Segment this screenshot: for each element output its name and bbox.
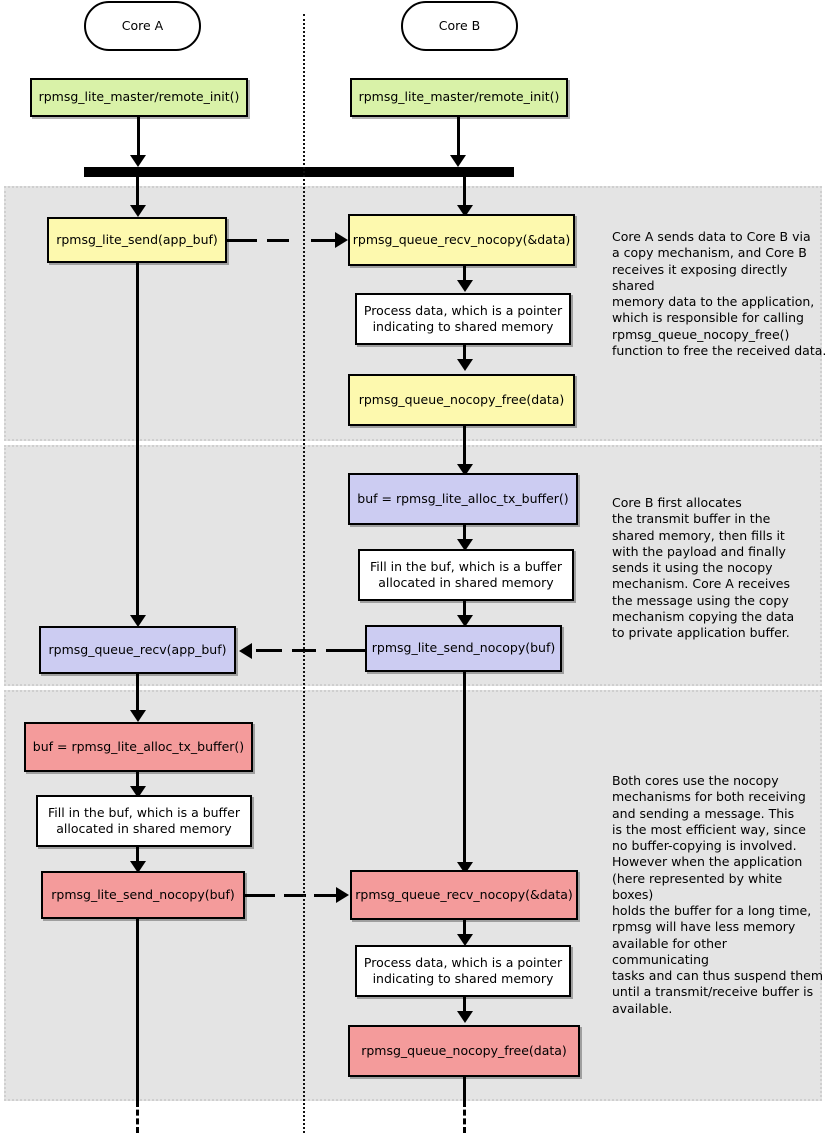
node-s3-b-step-3: rpmsg_queue_nocopy_free(data)	[348, 1025, 580, 1077]
arrowhead-msg-s2-b-to-a	[239, 643, 252, 659]
msg-s3-seg-3	[314, 894, 336, 897]
flow-line-a-init-to-sync	[137, 117, 140, 155]
node-s3-a-step-1-label: buf = rpmsg_lite_alloc_tx_buffer()	[32, 738, 245, 754]
arrowhead-a-s2-to-s3	[130, 710, 146, 722]
node-s3-a-step-2: Fill in the buf, which is a buffer alloc…	[36, 795, 252, 847]
flow-s2-b-2-to-3	[463, 601, 466, 617]
node-core-a-init-label: rpmsg_lite_master/remote_init()	[38, 89, 240, 105]
arrowhead-s3-b-2-to-3	[457, 1011, 473, 1023]
arrowhead-s1-b-2-to-3	[457, 359, 473, 371]
lifeline-core-a-seg-4	[136, 919, 139, 1101]
node-s3-b-step-1-label: rpmsg_queue_recv_nocopy(&data)	[355, 886, 573, 902]
flow-s3-a-2-to-3	[136, 847, 139, 863]
lifeline-core-a-seg-1	[136, 177, 139, 209]
section-3-note: Both cores use the nocopy mechanisms for…	[612, 773, 824, 1016]
node-s2-b-step-1-label: buf = rpmsg_lite_alloc_tx_buffer()	[357, 490, 569, 506]
node-s2-a-step-1: rpmsg_queue_recv(app_buf)	[39, 626, 236, 674]
node-s1-b-step-3: rpmsg_queue_nocopy_free(data)	[348, 374, 575, 426]
lane-head-core-a: Core A	[84, 1, 201, 51]
lane-head-core-b: Core B	[401, 1, 518, 51]
lifeline-core-a-seg-2	[136, 262, 139, 620]
node-s3-b-step-2-label: Process data, which is a pointer indicat…	[363, 954, 563, 987]
synchronization-bar	[84, 167, 514, 177]
msg-s1-seg-1	[227, 239, 257, 242]
node-core-a-init: rpmsg_lite_master/remote_init()	[30, 78, 248, 117]
arrowhead-a-s1-to-s2	[130, 615, 146, 627]
node-s1-b-step-2: Process data, which is a pointer indicat…	[355, 293, 571, 345]
node-s1-b-step-3-label: rpmsg_queue_nocopy_free(data)	[358, 391, 565, 407]
arrowhead-s2-b-2-to-3	[457, 615, 473, 627]
msg-s2-seg-3	[326, 649, 365, 652]
node-s3-a-step-1: buf = rpmsg_lite_alloc_tx_buffer()	[24, 722, 253, 772]
msg-s3-seg-2	[284, 894, 306, 897]
arrowhead-msg-s3-a-to-b	[336, 887, 349, 903]
node-s2-b-step-3: rpmsg_lite_send_nocopy(buf)	[365, 625, 562, 672]
msg-s1-seg-2	[267, 239, 289, 242]
node-core-b-init: rpmsg_lite_master/remote_init()	[350, 78, 568, 117]
node-s1-b-step-1-label: rpmsg_queue_recv_nocopy(&data)	[352, 231, 571, 247]
node-s3-b-step-2: Process data, which is a pointer indicat…	[355, 945, 571, 997]
node-s3-a-step-2-label: Fill in the buf, which is a buffer alloc…	[47, 804, 240, 837]
section-1-note: Core A sends data to Core B via a copy m…	[612, 229, 826, 358]
node-s3-a-step-3-label: rpmsg_lite_send_nocopy(buf)	[51, 886, 235, 902]
node-s1-a-step-1-label: rpmsg_lite_send(app_buf)	[56, 231, 218, 247]
flow-s3-b-1-to-2	[463, 920, 466, 936]
arrowhead-s2-b-1-to-2	[457, 539, 473, 551]
section-2-note: Core B first allocates the transmit buff…	[612, 495, 795, 640]
node-s2-b-step-2: Fill in the buf, which is a buffer alloc…	[358, 549, 574, 601]
arrowhead-s3-b-1-to-2	[457, 934, 473, 946]
node-s1-b-step-2-label: Process data, which is a pointer indicat…	[363, 302, 563, 335]
arrowhead-s3-a-2-to-3	[130, 861, 146, 873]
node-s2-a-step-1-label: rpmsg_queue_recv(app_buf)	[48, 641, 227, 657]
lane-head-core-b-label: Core B	[438, 17, 481, 33]
lifeline-core-a-seg-3	[136, 674, 139, 716]
msg-s2-seg-1	[256, 649, 282, 652]
node-s2-b-step-3-label: rpmsg_lite_send_nocopy(buf)	[371, 640, 556, 656]
flow-s2-b-1-to-2	[463, 525, 466, 541]
lifeline-core-b-seg-1	[463, 177, 466, 209]
msg-s1-seg-3	[311, 239, 335, 242]
flow-s3-b-2-to-3	[463, 997, 466, 1013]
arrowhead-b-init-to-sync	[450, 155, 466, 167]
lifeline-core-a-tail	[136, 1101, 139, 1133]
flow-s1-b-1-to-2	[463, 266, 466, 282]
node-s2-b-step-1: buf = rpmsg_lite_alloc_tx_buffer()	[348, 473, 578, 525]
node-s1-b-step-1: rpmsg_queue_recv_nocopy(&data)	[348, 214, 575, 266]
lifeline-core-b-seg-3	[463, 672, 466, 868]
node-s1-a-step-1: rpmsg_lite_send(app_buf)	[47, 217, 227, 263]
arrowhead-a-sync-to-s1	[130, 205, 146, 217]
flow-s3-a-1-to-2	[136, 772, 139, 788]
arrowhead-msg-s1-a-to-b	[335, 232, 348, 248]
flow-line-b-init-to-sync	[457, 117, 460, 155]
lifeline-core-b-seg-4	[463, 1077, 466, 1101]
arrowhead-a-init-to-sync	[130, 155, 146, 167]
node-s3-b-step-1: rpmsg_queue_recv_nocopy(&data)	[350, 870, 578, 920]
msg-s3-seg-1	[245, 894, 275, 897]
lifeline-core-b-tail	[463, 1101, 466, 1133]
node-s3-b-step-3-label: rpmsg_queue_nocopy_free(data)	[361, 1042, 567, 1058]
node-core-b-init-label: rpmsg_lite_master/remote_init()	[358, 89, 560, 105]
lane-head-core-a-label: Core A	[121, 17, 164, 33]
lane-divider	[303, 14, 305, 1133]
flow-s1-b-2-to-3	[463, 345, 466, 361]
arrowhead-s1-b-1-to-2	[457, 280, 473, 292]
node-s2-b-step-2-label: Fill in the buf, which is a buffer alloc…	[369, 558, 562, 591]
node-s3-a-step-3: rpmsg_lite_send_nocopy(buf)	[41, 871, 245, 919]
lifeline-core-b-seg-2	[463, 425, 466, 470]
